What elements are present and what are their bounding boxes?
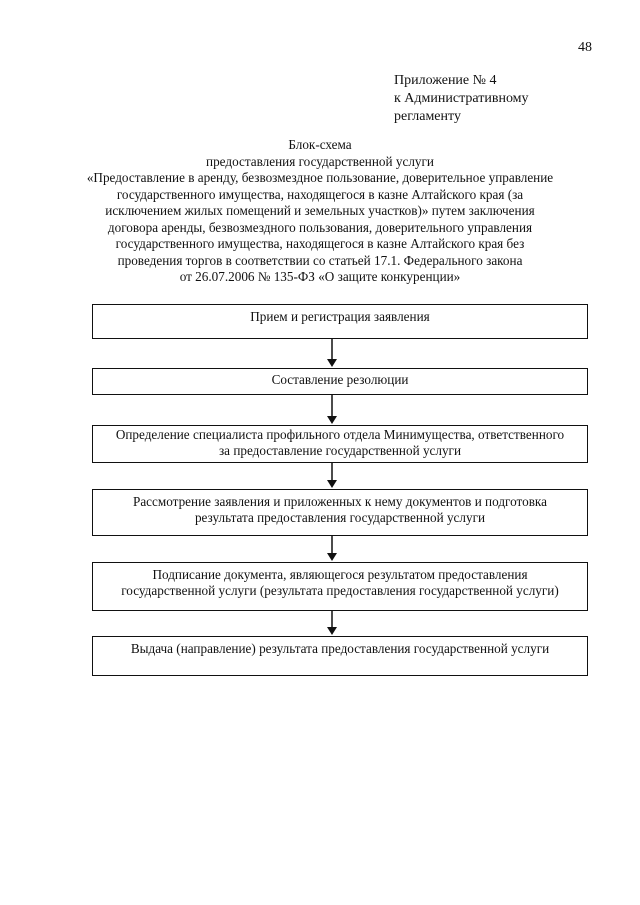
document-heading: Блок-схема предоставления государственно… (40, 137, 600, 286)
arrow-down-icon (327, 463, 337, 488)
arrow-down-icon (327, 611, 337, 635)
page-number: 48 (578, 40, 592, 55)
flow-step-text: Рассмотрение заявления и приложенных к н… (132, 494, 547, 509)
heading-line: государственного имущества, находящегося… (115, 236, 525, 251)
flow-step-signing: Подписание документа, являющегося резуль… (92, 562, 588, 611)
flow-step-text: Прием и регистрация заявления (250, 309, 430, 324)
flow-step-text: за предоставление государственной услуги (218, 443, 462, 458)
arrow-down-icon (327, 395, 337, 424)
flow-step-text: Составление резолюции (271, 372, 409, 387)
heading-line: проведения торгов в соответствии со стат… (117, 252, 523, 268)
flow-arrow (92, 463, 588, 489)
flow-step-text: Определение специалиста профильного отде… (115, 427, 565, 442)
flow-step-text: государственной услуги (результата предо… (121, 583, 559, 598)
flow-arrow (92, 339, 588, 368)
flow-step-text: Выдача (направление) результата предоста… (130, 641, 550, 656)
heading-line: исключением жилых помещений и земельных … (105, 203, 535, 218)
appendix-note: Приложение № 4 к Административному регла… (394, 72, 529, 126)
flowchart: Прием и регистрация заявления Составлени… (92, 304, 588, 676)
appendix-line: регламенту (394, 109, 461, 124)
flow-step-review: Рассмотрение заявления и приложенных к н… (92, 489, 588, 536)
flow-step-issuance: Выдача (направление) результата предоста… (92, 636, 588, 676)
flow-step-text: результата предоставления государственно… (194, 510, 486, 525)
flow-step-text: Подписание документа, являющегося резуль… (152, 567, 528, 582)
flow-step-reception: Прием и регистрация заявления (92, 304, 588, 339)
heading-line: от 26.07.2006 № 135-ФЗ «О защите конкуре… (179, 269, 461, 284)
heading-line: договора аренды, безвозмездного пользова… (107, 219, 533, 235)
flow-step-resolution: Составление резолюции (92, 368, 588, 395)
flow-arrow (92, 536, 588, 562)
flow-arrow (92, 611, 588, 636)
heading-line: государственного имущества, находящегося… (116, 186, 524, 202)
arrow-down-icon (327, 339, 337, 367)
heading-line: «Предоставление в аренду, безвозмездное … (86, 170, 554, 185)
arrow-down-icon (327, 536, 337, 561)
heading-line: предоставления государственной услуги (206, 153, 434, 169)
appendix-line: к Административному (394, 91, 529, 106)
appendix-line: Приложение № 4 (394, 73, 497, 88)
flow-arrow (92, 395, 588, 425)
heading-title: Блок-схема (288, 137, 352, 152)
flow-step-assign-specialist: Определение специалиста профильного отде… (92, 425, 588, 463)
